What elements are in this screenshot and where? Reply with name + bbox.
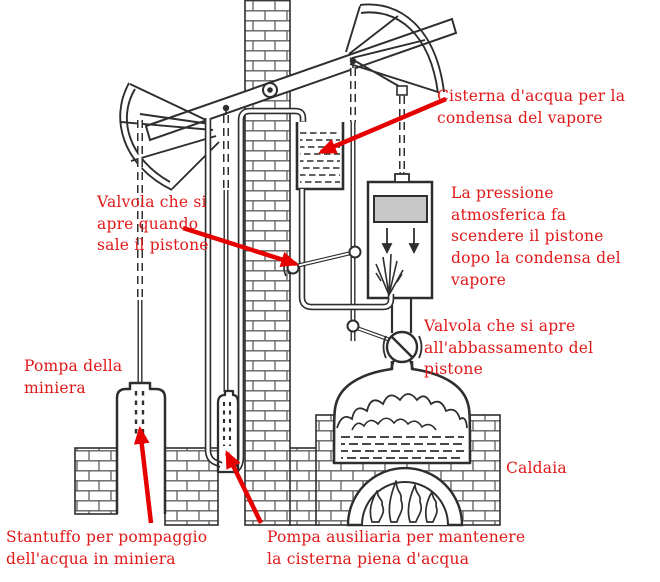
furnace-arch	[346, 466, 464, 527]
label-plunger: Stantuffo per pompaggio dell'acqua in mi…	[6, 528, 208, 568]
label-valve-piston-descent: Valvola che si apre all'abbassamento del…	[424, 317, 594, 379]
injection-pipe	[298, 189, 395, 311]
label-mine-pump: Pompa della miniera	[24, 357, 123, 397]
boiler-water	[341, 436, 464, 459]
steam-bubbles	[336, 393, 468, 429]
aux-pump	[216, 389, 240, 474]
water-spray	[375, 253, 404, 296]
plug-rod-pivot-lower	[346, 319, 360, 333]
steam-bubbles-inner	[351, 417, 437, 431]
annotation-arrows	[133, 96, 447, 524]
aux-pump-plunger	[222, 402, 232, 446]
ground-bricks	[74, 447, 319, 526]
pressure-arrows	[381, 228, 420, 255]
label-boiler: Caldaia	[506, 459, 567, 477]
plug-rod-pivot-upper	[348, 245, 362, 259]
boiler	[332, 361, 472, 465]
steam-valve	[346, 319, 423, 364]
ground-block-left	[74, 447, 118, 515]
arrow-to-aux-pump	[224, 450, 264, 524]
fire-flames	[369, 480, 438, 523]
piston	[373, 195, 428, 223]
injection-valve	[283, 245, 362, 277]
walking-beam	[144, 17, 458, 142]
left-arch-head	[119, 82, 220, 191]
label-aux-pump: Pompa ausiliaria per mantenere la cister…	[267, 528, 526, 568]
water-cistern	[295, 122, 345, 191]
ground-block-right	[287, 447, 319, 526]
cylinder-collar	[394, 173, 410, 183]
arrow-to-cistern	[318, 96, 447, 155]
label-atmospheric-pressure: La pressione atmosferica fa scendere il …	[451, 184, 621, 289]
label-valve-piston-rise: Valvola che si apre quando sale il pisto…	[97, 193, 209, 255]
right-arch-head	[345, 3, 445, 94]
arrow-to-injection-valve	[182, 225, 300, 267]
label-cistern: Cisterna d'acqua per la condensa del vap…	[437, 87, 626, 127]
arrow-to-mine-plunger	[133, 425, 154, 524]
